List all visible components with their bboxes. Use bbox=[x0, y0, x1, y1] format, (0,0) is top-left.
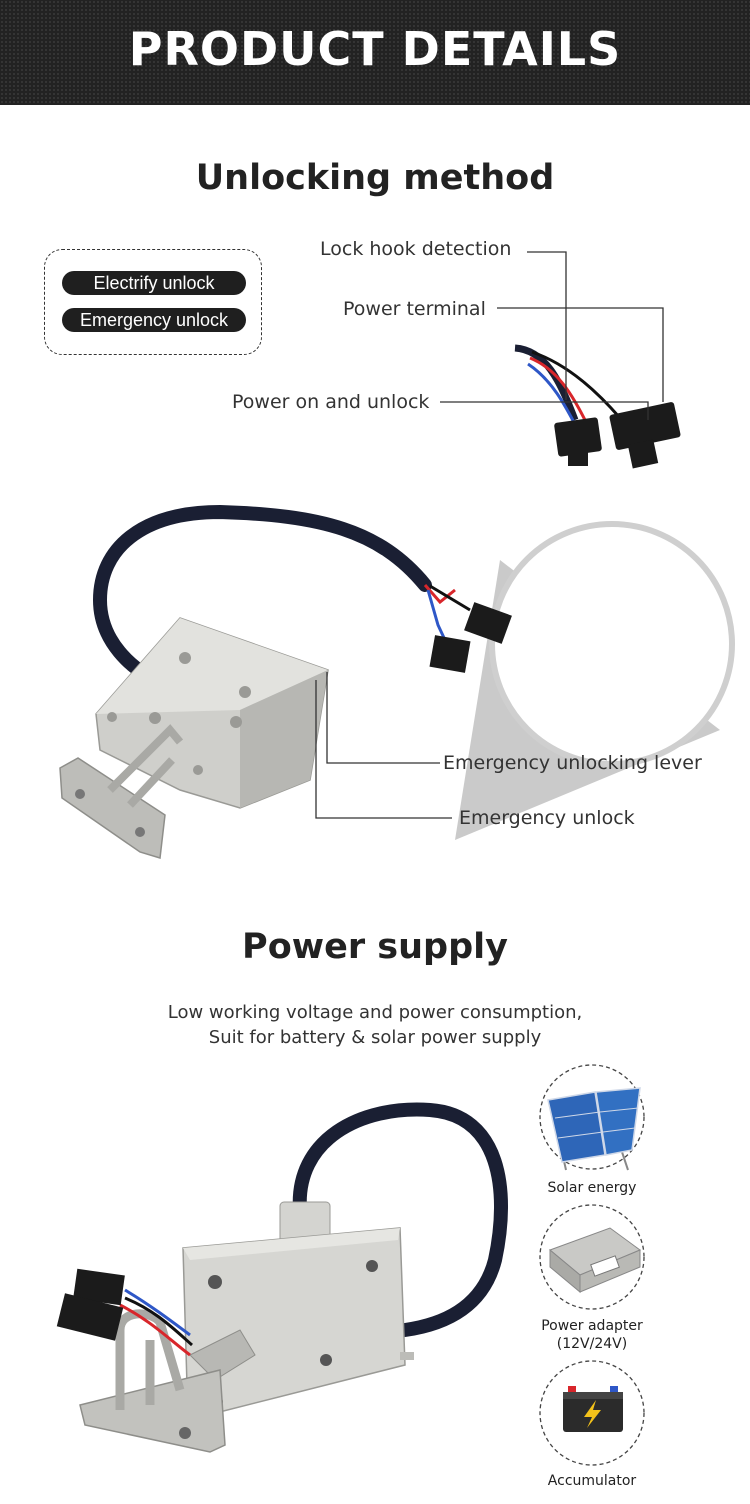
battery-icon bbox=[539, 1360, 645, 1466]
power-supply-illustration bbox=[56, 1064, 645, 1466]
lock-body bbox=[95, 617, 329, 809]
solar-panel-icon bbox=[539, 1064, 645, 1171]
power-supply-description: Low working voltage and power consumptio… bbox=[0, 1000, 750, 1050]
unlocking-section-title: Unlocking method bbox=[195, 158, 555, 198]
connector-large bbox=[464, 602, 512, 644]
supply-label-solar: Solar energy bbox=[547, 1180, 637, 1196]
callout-power-on-unlock: Power on and unlock bbox=[232, 391, 430, 413]
supply-label-adapter-voltage: (12V/24V) bbox=[556, 1336, 628, 1352]
connector-small bbox=[429, 635, 471, 673]
lock-callout-illustration bbox=[59, 251, 735, 859]
supply-label-adapter: Power adapter bbox=[541, 1318, 643, 1334]
zoomed-connectors bbox=[514, 344, 681, 469]
cable bbox=[92, 504, 432, 692]
supply-label-accumulator: Accumulator bbox=[547, 1473, 637, 1489]
callout-power-terminal: Power terminal bbox=[343, 298, 486, 320]
description-line-2: Suit for battery & solar power supply bbox=[208, 1027, 542, 1048]
method-pill-electrify: Electrify unlock bbox=[62, 271, 246, 295]
callout-emergency-lever: Emergency unlocking lever bbox=[443, 752, 702, 774]
callout-lines bbox=[315, 251, 664, 819]
supply-lock-body bbox=[182, 1201, 414, 1421]
unlock-methods-box: Electrify unlock Emergency unlock bbox=[44, 249, 262, 355]
supply-lock-hook bbox=[79, 1309, 226, 1453]
power-adapter-icon bbox=[539, 1204, 645, 1310]
header-banner bbox=[0, 0, 750, 105]
description-line-1: Low working voltage and power consumptio… bbox=[167, 1002, 583, 1023]
lock-hook bbox=[59, 724, 184, 859]
supply-cable bbox=[292, 1102, 509, 1337]
page-title: PRODUCT DETAILS bbox=[128, 22, 622, 76]
zoom-circle bbox=[489, 521, 735, 767]
method-pill-emergency: Emergency unlock bbox=[62, 308, 246, 332]
supply-connectors bbox=[56, 1268, 193, 1357]
callout-lock-hook-detection: Lock hook detection bbox=[320, 238, 512, 260]
callout-emergency-unlock: Emergency unlock bbox=[459, 807, 635, 829]
power-supply-section-title: Power supply bbox=[242, 927, 508, 967]
